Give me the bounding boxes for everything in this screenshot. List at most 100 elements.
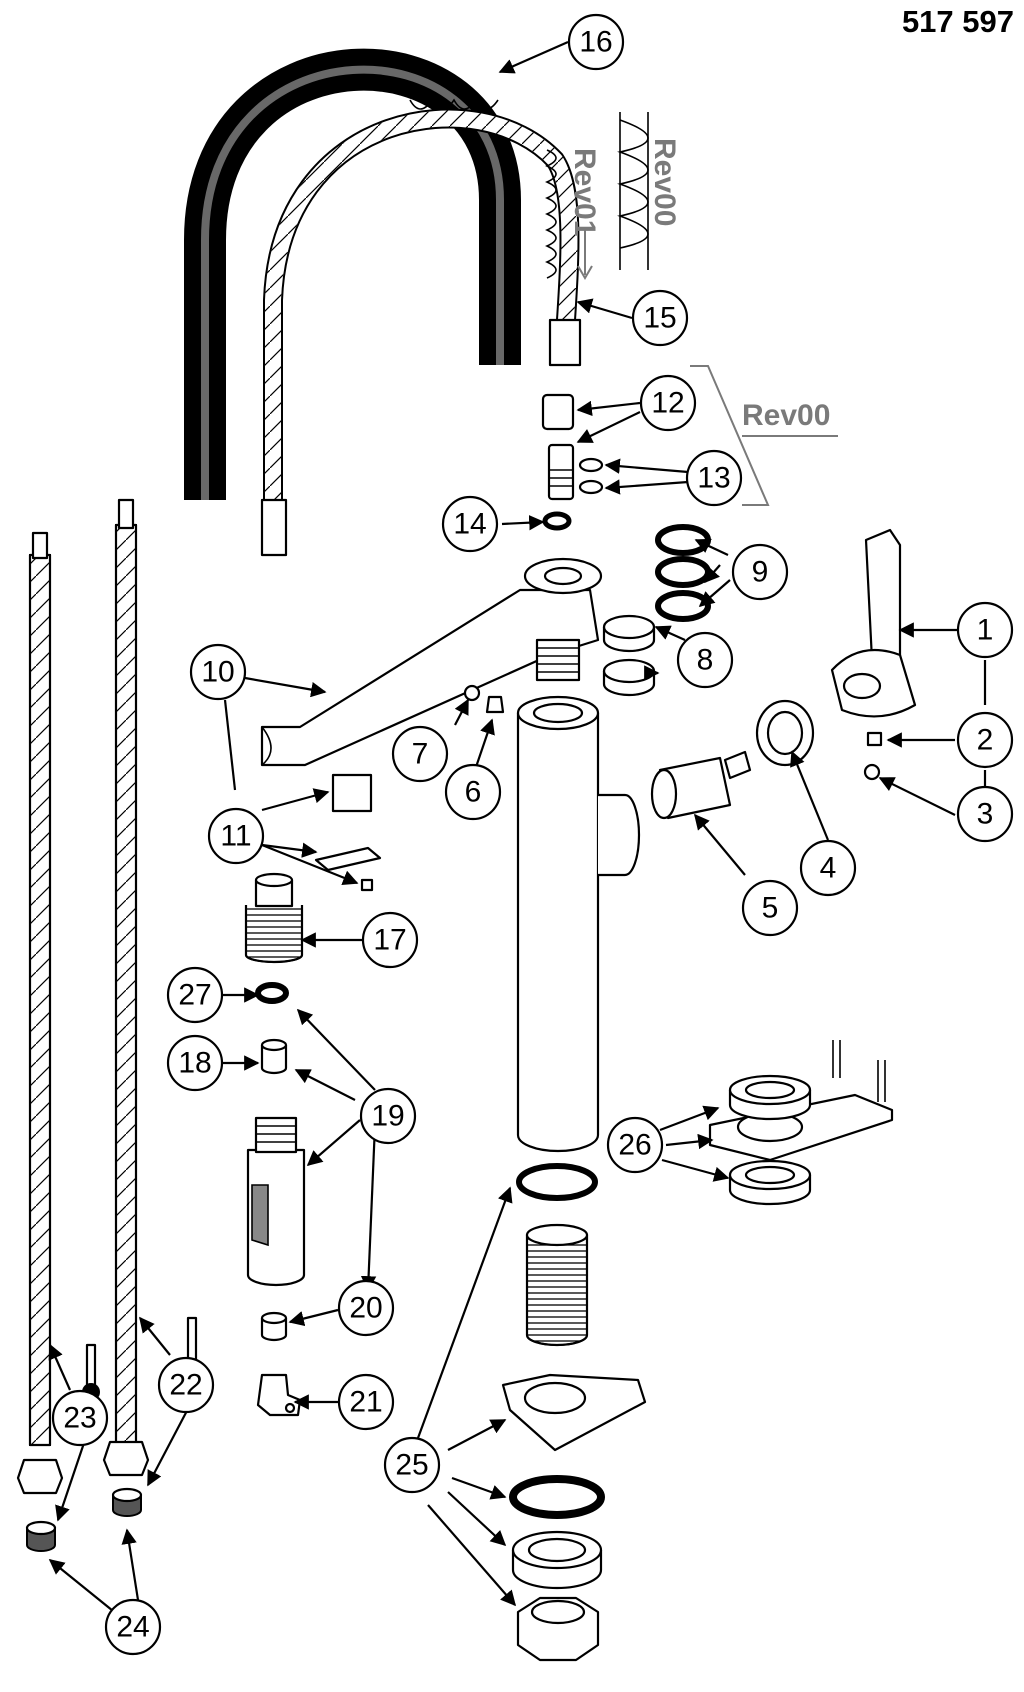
svg-text:15: 15 [643,302,676,335]
callout-1: 1 [956,601,1014,659]
svg-text:12: 12 [651,387,684,420]
pad-part-11 [331,773,373,813]
svg-text:27: 27 [178,979,211,1012]
callout-9: 9 [731,543,789,601]
callout-19: 19 [359,1087,417,1145]
hose-part-16 [184,48,521,500]
nut-part-3 [863,763,881,781]
strainer-part-24 [25,1487,143,1552]
insert-part-2 [866,731,883,747]
callout-16: 16 [567,13,625,71]
main-body [516,695,641,1153]
callout-6: 6 [444,763,502,821]
svg-text:5: 5 [762,892,779,925]
callout-8: 8 [676,631,734,689]
callout-11: 11 [207,807,265,865]
svg-text:25: 25 [395,1449,428,1482]
svg-text:10: 10 [201,656,234,689]
set-screw-part-6 [485,695,505,714]
adapter-part-17 [244,872,304,964]
svg-text:16: 16 [579,26,612,59]
svg-text:24: 24 [116,1611,149,1644]
callout-4: 4 [799,839,857,897]
callout-27: 27 [166,966,224,1024]
rev00-spring-label: Rev00 [648,138,681,226]
svg-text:23: 23 [63,1402,96,1435]
svg-text:9: 9 [752,556,769,589]
callout-18: 18 [166,1034,224,1092]
callout-22: 22 [157,1356,215,1414]
washer-part-14 [542,511,572,531]
callout-26: 26 [606,1116,664,1174]
washer-part-7 [463,684,481,702]
threaded-shank-part-25 [525,1223,589,1347]
svg-text:11: 11 [220,820,251,853]
o-ring-part-13a [578,457,604,473]
supply-hose-part-23 [16,531,100,1495]
callout-24: 24 [104,1598,162,1656]
rev00-group-label: Rev00 [742,399,830,432]
svg-text:3: 3 [977,798,994,831]
o-ring-part-13b [578,479,604,495]
o-ring-part-9a [655,524,711,556]
svg-text:8: 8 [697,644,714,677]
svg-text:4: 4 [820,852,837,885]
clip-part-21 [256,1373,302,1417]
mounting-kit-part-26 [708,1040,894,1206]
callout-14: 14 [441,495,499,553]
svg-text:22: 22 [169,1369,202,1402]
spring-rev00-sample [617,112,649,270]
spout-arm-part-10 [260,557,603,767]
svg-text:1: 1 [977,614,994,647]
guide-part-19 [246,1116,306,1287]
callout-20: 20 [337,1279,395,1337]
lever-part-1 [830,528,917,718]
rev01-spring-label: Rev01 [568,148,601,236]
adapter-part-12 [541,393,575,501]
plate-part-11 [314,846,382,872]
gasket-part-25 [509,1475,605,1519]
svg-text:14: 14 [453,508,486,541]
washer-part-25 [511,1530,603,1590]
svg-text:7: 7 [412,738,429,771]
svg-text:20: 20 [349,1292,382,1325]
callout-15: 15 [631,289,689,347]
svg-text:13: 13 [697,462,730,495]
spring-hose-part-15 [260,98,582,557]
svg-text:21: 21 [349,1386,382,1419]
o-ring-part-9b [655,556,711,588]
screw-part-11 [360,878,374,892]
svg-text:2: 2 [977,724,994,757]
svg-text:17: 17 [373,924,406,957]
callout-25: 25 [383,1436,441,1494]
svg-text:18: 18 [178,1047,211,1080]
svg-text:6: 6 [465,776,482,809]
callout-12: 12 [639,374,697,432]
supply-hose-part-22 [102,498,201,1477]
nipple-part-20 [260,1311,288,1342]
callout-23: 23 [51,1389,109,1447]
callout-2: 2 [956,711,1014,769]
rev00-bracket [690,365,770,506]
callout-17: 17 [361,911,419,969]
nut-part-25 [516,1596,600,1662]
document-number: 517 597 [901,4,1014,39]
insert-part-18 [260,1038,288,1075]
bonnet-part-4 [755,699,815,767]
leader-lines [48,40,987,1616]
ring-part-8 [602,614,656,697]
callout-21: 21 [337,1373,395,1431]
o-ring-part-25 [516,1163,598,1201]
svg-text:19: 19 [371,1100,404,1133]
rev01-arrow-head [577,265,593,280]
callout-7: 7 [391,725,449,783]
callout-10: 10 [189,643,247,701]
callout-3: 3 [956,785,1014,843]
svg-text:26: 26 [618,1129,651,1162]
callout-13: 13 [685,449,743,507]
callout-5: 5 [741,879,799,937]
washer-part-27 [255,982,289,1004]
cartridge-part-5 [650,750,752,820]
horseshoe-part-25 [501,1373,647,1452]
